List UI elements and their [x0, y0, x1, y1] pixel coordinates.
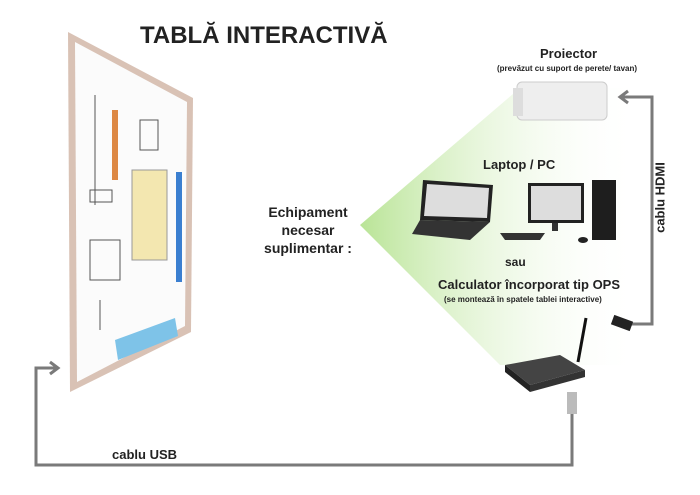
ops-computer-image	[505, 317, 588, 414]
extra-equipment-label: Echipament necesar suplimentar :	[258, 203, 358, 257]
projector-light-cone	[360, 88, 640, 365]
extra-equipment-line: Echipament	[268, 204, 348, 220]
usb-cable	[34, 360, 574, 467]
laptop-pc-label: Laptop / PC	[483, 157, 556, 172]
hdmi-cable	[617, 89, 654, 326]
laptop-image	[412, 180, 493, 240]
or-label: sau	[505, 255, 526, 269]
extra-equipment-line: necesar	[281, 222, 335, 238]
ops-label: Calculator încorporat tip OPS	[438, 277, 621, 292]
projector-note: (prevăzut cu suport de perete/ tavan)	[497, 64, 638, 73]
desktop-pc-image	[500, 180, 616, 243]
usb-cable-label: cablu USB	[112, 447, 178, 462]
projector-label: Proiector	[540, 46, 598, 61]
projector-image	[513, 81, 608, 121]
extra-equipment-line: suplimentar :	[264, 240, 352, 256]
ops-note: (se montează în spatele tablei interacti…	[444, 295, 602, 304]
page-title: TABLĂ INTERACTIVĂ	[140, 22, 388, 49]
hdmi-cable-label: cablu HDMI	[652, 162, 668, 233]
interactive-whiteboard	[68, 32, 193, 392]
